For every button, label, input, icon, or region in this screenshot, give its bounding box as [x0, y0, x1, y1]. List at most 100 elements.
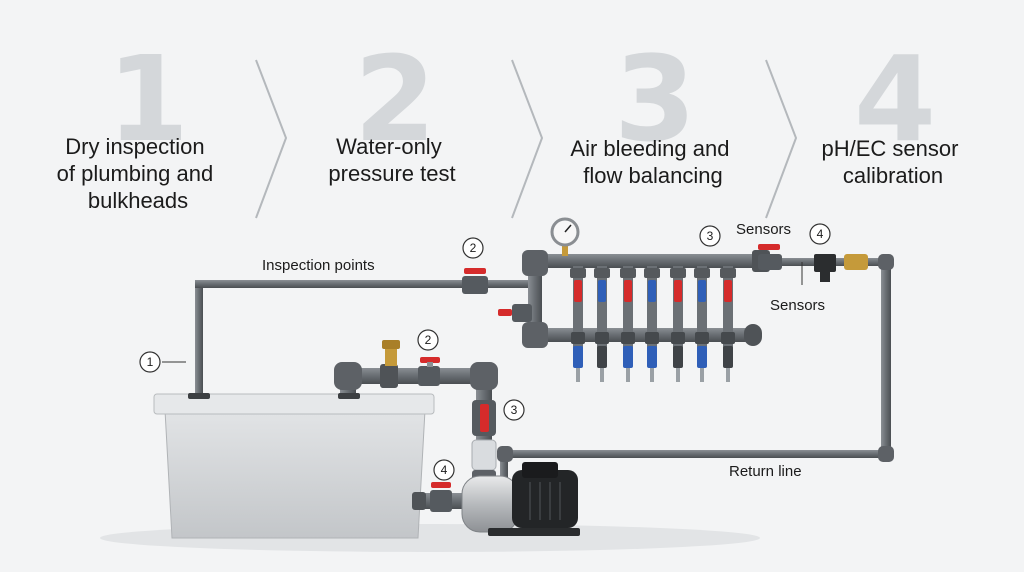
return-pipe: [500, 450, 508, 490]
reservoir-icon: [153, 393, 435, 539]
sensor-tee: [814, 254, 836, 272]
step-separators: [255, 59, 798, 219]
pipe-elbow: [878, 254, 894, 270]
step-4-title-line: calibration: [843, 163, 943, 188]
brass-fitting: [844, 254, 868, 270]
outlet-fitting: [621, 332, 635, 344]
step-1-title-line: bulkheads: [88, 188, 188, 213]
union-fitting: [744, 324, 762, 346]
clear-union-fitting: [471, 439, 497, 471]
step-1-numeral: 1: [107, 30, 189, 168]
outlet-valve: [673, 346, 683, 368]
manifold-inlet-tee: [522, 250, 548, 276]
valve-handle: [480, 404, 489, 432]
marker-3: 3: [699, 225, 721, 247]
outlet-nozzle: [726, 368, 730, 382]
marker-label: 2: [470, 241, 477, 255]
outlet-valve: [573, 346, 583, 368]
inspection-points-label: Inspection points: [262, 257, 375, 274]
manifold-header: [528, 254, 778, 268]
outlet-valve: [697, 346, 707, 368]
outlet-pipe: [573, 266, 583, 366]
outlet-nozzle: [676, 368, 680, 382]
marker-label: 4: [441, 463, 448, 477]
step-numerals: 1 2 3 4: [107, 30, 936, 168]
reservoir-bulkhead: [338, 393, 360, 399]
supply-pipe: [340, 368, 490, 384]
step-titles: Dry inspection of plumbing and bulkheads…: [57, 134, 964, 213]
step-4-title-line: pH/EC sensor: [821, 136, 958, 161]
step-3-title: Air bleeding and flow balancing: [570, 136, 735, 188]
pump-icon: [461, 462, 580, 536]
marker-label: 3: [511, 403, 518, 417]
outlet-pipe: [697, 266, 707, 366]
outlet-valve: [623, 346, 633, 368]
marker-3: 3: [503, 399, 525, 421]
outlet-nozzle: [650, 368, 654, 382]
outlet-valve: [597, 346, 607, 368]
step-4-title: pH/EC sensor calibration: [821, 136, 964, 188]
valve-icon: [430, 490, 452, 512]
marker-2: 2: [417, 329, 439, 351]
union-fitting: [380, 364, 398, 388]
brass-bleed-valve-cap: [382, 340, 400, 349]
step-2-title-line: Water-only: [336, 134, 442, 159]
pressure-gauge-icon: [550, 217, 580, 256]
pipe-elbow: [334, 362, 362, 390]
return-pipe: [500, 450, 891, 458]
reservoir-body: [164, 409, 426, 539]
marker-2: 2: [462, 237, 484, 259]
pipe-elbow: [878, 446, 894, 462]
supply-fittings: [334, 340, 498, 512]
marker-label: 4: [817, 227, 824, 241]
brass-bleed-valve: [385, 348, 397, 366]
marker-4: 4: [809, 223, 831, 245]
outlet-nozzle: [626, 368, 630, 382]
valve-stem: [427, 362, 433, 367]
outlet-nozzle: [600, 368, 604, 382]
valve-handle: [698, 280, 706, 302]
step-3-numeral: 3: [614, 30, 696, 168]
pump-terminal-box: [522, 462, 558, 478]
valve-handle: [574, 280, 582, 302]
valve-handle: [674, 280, 682, 302]
gauge-needle: [564, 224, 572, 233]
valve-handle: [431, 482, 451, 488]
pipe-elbow: [497, 446, 513, 462]
outlet-nozzle: [700, 368, 704, 382]
marker-label: 2: [425, 333, 432, 347]
outlet-fitting: [595, 332, 609, 344]
valve-handle: [758, 244, 780, 250]
outlet-fitting: [670, 268, 686, 278]
chevron-3-icon: [765, 59, 798, 219]
step-2-numeral: 2: [354, 30, 436, 168]
valve-handle: [624, 280, 632, 302]
outlet-fitting: [721, 332, 735, 344]
pipe-segment: [195, 280, 535, 288]
valve-icon: [758, 254, 782, 270]
valve-icon: [462, 276, 488, 294]
outlet-pipe: [647, 266, 657, 366]
sensors-top-label: Sensors: [736, 221, 791, 238]
leader-lines: [162, 262, 803, 363]
manifold-lower-bar: [528, 328, 748, 342]
valve-icon: [512, 304, 532, 322]
marker-4: 4: [433, 459, 455, 481]
outlet-pipe: [673, 266, 683, 366]
outlet-pipe: [723, 266, 733, 366]
valve-icon: [418, 366, 440, 386]
outlet-fitting: [720, 268, 736, 278]
step-1-title: Dry inspection of plumbing and bulkheads: [57, 134, 220, 213]
step-markers: 1 2 2 3 3 4 4: [139, 223, 831, 481]
sensor-housing: [497, 244, 894, 462]
pipe-segment: [195, 280, 203, 398]
pump-base: [488, 528, 580, 536]
outlet-nozzle: [576, 368, 580, 382]
valve-handle: [498, 309, 512, 316]
pipe-segment: [881, 258, 891, 458]
valve-handle: [420, 357, 440, 363]
pump-motor: [512, 470, 578, 528]
valve-handle: [464, 268, 486, 274]
